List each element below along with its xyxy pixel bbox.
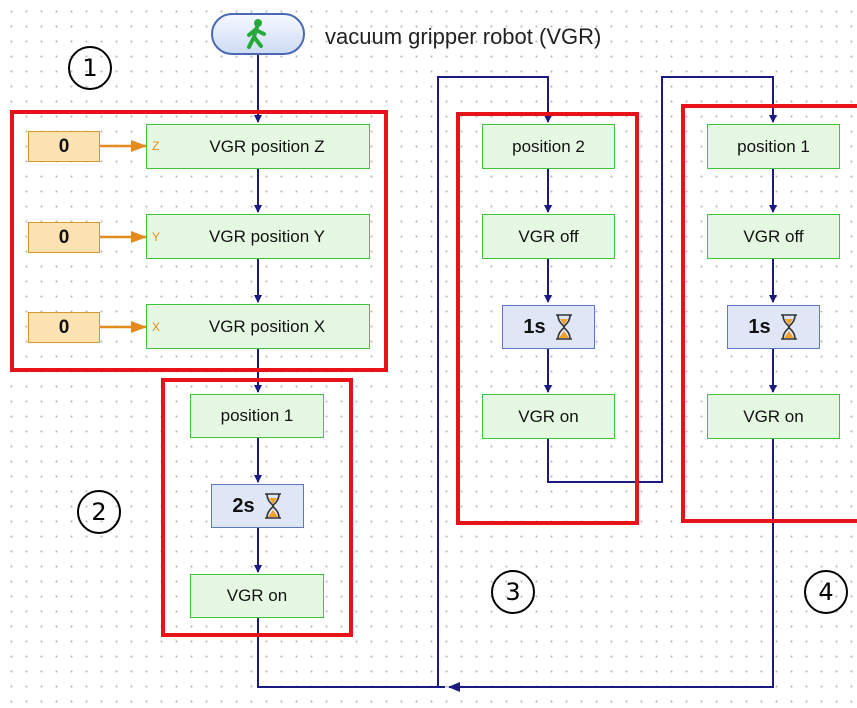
walking-man-icon <box>247 19 266 49</box>
wire-loop-to-sec3 <box>437 76 552 687</box>
vgr-off-block[interactable]: VGR off <box>482 214 615 259</box>
block-label: VGR on <box>226 586 288 605</box>
section-3-frame <box>456 112 639 525</box>
vgr-position-x-block[interactable]: VGR position X <box>146 304 370 349</box>
section-1-frame <box>10 110 388 372</box>
wait-duration: 1s <box>523 315 546 338</box>
block-label: VGR off <box>743 226 804 246</box>
vgr-off-block[interactable]: VGR off <box>707 214 840 259</box>
block-label: VGR on <box>743 406 804 426</box>
vgr-on-block[interactable]: VGR on <box>190 574 324 618</box>
block-label: position 2 <box>512 136 585 156</box>
section-4-frame <box>681 104 857 523</box>
port-x-label: X <box>152 320 161 334</box>
wait-2s-block[interactable]: 2s <box>211 484 304 528</box>
constant-z-value[interactable]: 0 <box>28 131 100 162</box>
wire-sec3-to-sec4 <box>547 76 777 483</box>
wait-1s-block[interactable]: 1s <box>502 305 595 349</box>
section-1-number: 1 <box>68 46 112 90</box>
position-1-block[interactable]: position 1 <box>707 124 840 169</box>
vgr-on-block[interactable]: VGR on <box>482 394 615 439</box>
wait-duration: 2s <box>232 494 255 517</box>
hourglass-icon <box>780 314 797 340</box>
block-label: VGR on <box>518 406 579 426</box>
wait-1s-block[interactable]: 1s <box>727 305 820 349</box>
port-y-label: Y <box>152 230 161 244</box>
section-4-number: 4 <box>804 570 848 614</box>
section-2-number: 2 <box>77 490 121 534</box>
vgr-position-y-block[interactable]: VGR position Y <box>146 214 370 259</box>
position-1-block[interactable]: position 1 <box>190 394 324 438</box>
constant-y-value[interactable]: 0 <box>28 222 100 253</box>
block-label: position 1 <box>220 406 294 425</box>
block-label: VGR off <box>518 226 579 246</box>
section-2-frame <box>161 378 353 637</box>
section-3-number: 3 <box>491 570 535 614</box>
vgr-position-z-block[interactable]: VGR position Z <box>146 124 370 169</box>
block-label: VGR position Y <box>209 226 325 246</box>
program-title: vacuum gripper robot (VGR) <box>325 24 602 49</box>
vgr-on-block[interactable]: VGR on <box>707 394 840 439</box>
block-label: position 1 <box>737 136 810 156</box>
port-z-label: Z <box>152 139 160 153</box>
start-block[interactable] <box>211 13 305 55</box>
constant-x-value[interactable]: 0 <box>28 312 100 343</box>
hourglass-icon <box>555 314 572 340</box>
position-2-block[interactable]: position 2 <box>482 124 615 169</box>
wire-sec2-return <box>257 617 445 688</box>
block-label: VGR position Z <box>209 136 325 156</box>
wait-duration: 1s <box>748 315 771 338</box>
hourglass-icon <box>264 493 281 519</box>
wire-sec4-return <box>448 527 774 692</box>
block-label: VGR position X <box>208 316 326 336</box>
